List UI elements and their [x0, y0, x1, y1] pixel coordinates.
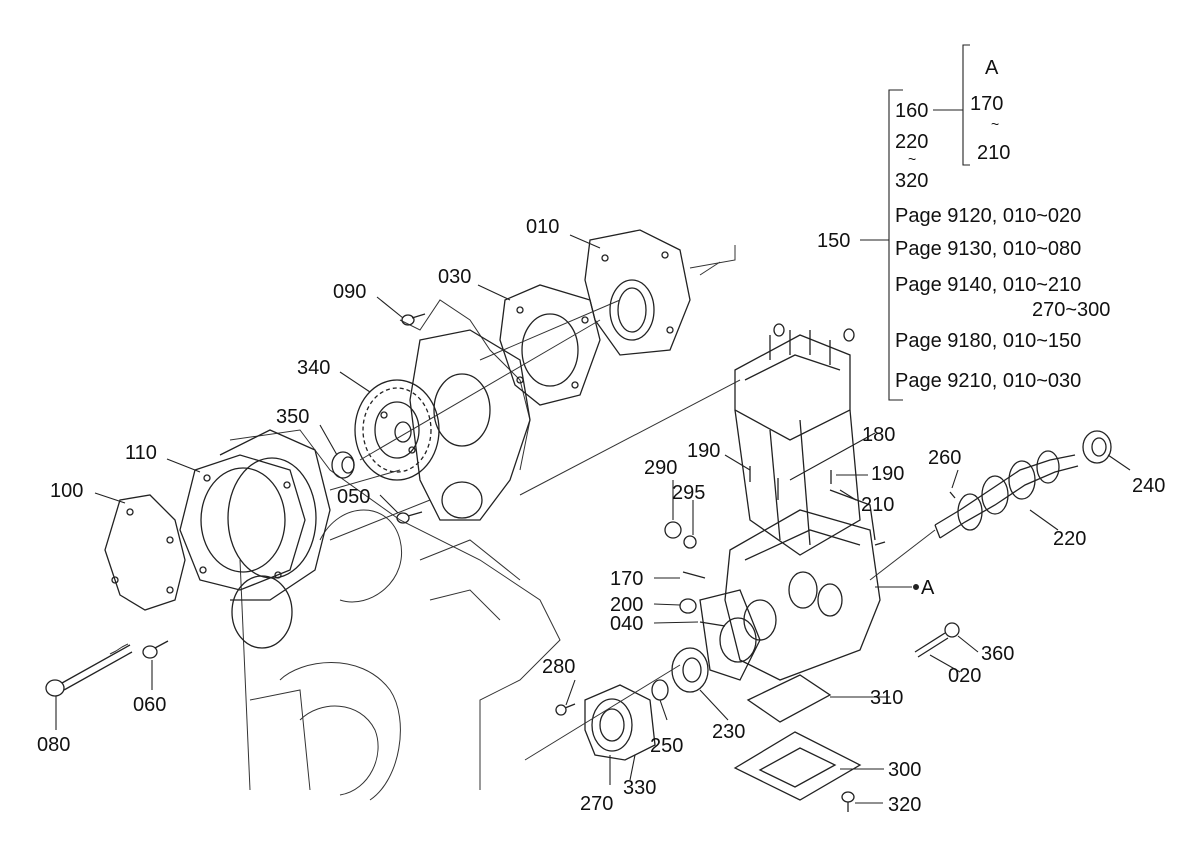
injection-pump-housing	[699, 489, 881, 681]
part-080-long-bolt	[45, 643, 133, 697]
pump-small-parts	[664, 466, 956, 627]
callout-220: 220	[1053, 528, 1086, 550]
part-340-gear	[354, 379, 440, 481]
callout-010: 010	[526, 216, 559, 238]
part-060-bolt	[142, 640, 169, 659]
part-030-gasket	[499, 284, 601, 406]
callout-240: 240	[1132, 475, 1165, 497]
callout-040: 040	[610, 613, 643, 635]
callout-295: 295	[672, 482, 705, 504]
part-280-screw	[555, 703, 576, 716]
callout-320: 320	[888, 794, 921, 816]
part-320-bolt	[841, 791, 855, 812]
callout-250: 250	[650, 735, 683, 757]
page-ref-9210: Page 9210, 010~030	[895, 370, 1081, 392]
part-020-stud	[914, 632, 949, 658]
part-220-camshaft	[934, 450, 1079, 539]
bracket-item-320: 320	[895, 170, 928, 192]
callout-020: 020	[948, 665, 981, 687]
callout-190-left: 190	[687, 440, 720, 462]
injection-pump-upper	[734, 323, 861, 556]
bracket-tilde: ~	[908, 151, 916, 167]
part-090-bolt	[401, 313, 426, 326]
ref-a-dot	[913, 584, 919, 590]
callout-090: 090	[333, 281, 366, 303]
callout-030: 030	[438, 266, 471, 288]
callout-290: 290	[644, 457, 677, 479]
callout-200: 200	[610, 594, 643, 616]
bracket-item-220: 220	[895, 131, 928, 153]
callout-300: 300	[888, 759, 921, 781]
part-100-cover	[104, 494, 186, 611]
part-240-bearing	[1082, 430, 1112, 464]
page-ref-9130: Page 9130, 010~080	[895, 238, 1081, 260]
bracket-a-range-tilde: ~	[991, 116, 999, 132]
callout-190-right: 190	[871, 463, 904, 485]
callout-260: 260	[928, 447, 961, 469]
callout-310: 310	[870, 687, 903, 709]
gear-case-housing	[219, 429, 431, 649]
callout-080: 080	[37, 734, 70, 756]
callout-060: 060	[133, 694, 166, 716]
assembly-center-lines	[359, 319, 936, 761]
callout-ref-a: A	[921, 577, 935, 599]
callout-340: 340	[297, 357, 330, 379]
part-300-plate	[733, 731, 862, 801]
page-ref-9140: Page 9140, 010~210	[895, 274, 1081, 296]
part-360-nut	[944, 622, 960, 638]
part-350-collar	[331, 451, 355, 479]
callout-210: 210	[861, 494, 894, 516]
engine-block-outline	[229, 299, 561, 801]
leader-lines	[55, 234, 1131, 804]
part-050-bolt	[396, 511, 423, 524]
bracket-a-label: A	[985, 57, 999, 79]
reference-brackets	[888, 44, 970, 401]
callout-270: 270	[580, 793, 613, 815]
page-ref-9120: Page 9120, 010~020	[895, 205, 1081, 227]
callout-350: 350	[276, 406, 309, 428]
callout-150: 150	[817, 230, 850, 252]
page-ref-9180: Page 9180, 010~150	[895, 330, 1081, 352]
callout-110: 110	[125, 442, 157, 464]
bracket-item-160: 160	[895, 100, 928, 122]
gear-case-plate	[409, 299, 741, 521]
callout-330: 330	[623, 777, 656, 799]
part-110-gasket	[179, 454, 306, 591]
callout-360: 360	[981, 643, 1014, 665]
part-230-bearing	[671, 647, 709, 693]
bracket-a-range-start: 170	[970, 93, 1003, 115]
part-250-ring	[651, 679, 669, 701]
callout-050: 050	[337, 486, 370, 508]
callout-230: 230	[712, 721, 745, 743]
callout-180: 180	[862, 424, 895, 446]
bracket-a-range-end: 210	[977, 142, 1010, 164]
part-010-plate	[584, 229, 736, 356]
page-ref-9140-cont: 270~300	[1032, 299, 1110, 321]
part-310-gasket	[746, 674, 832, 723]
callout-100: 100	[50, 480, 83, 502]
part-270-flange	[584, 684, 656, 761]
callout-280: 280	[542, 656, 575, 678]
callout-170: 170	[610, 568, 643, 590]
